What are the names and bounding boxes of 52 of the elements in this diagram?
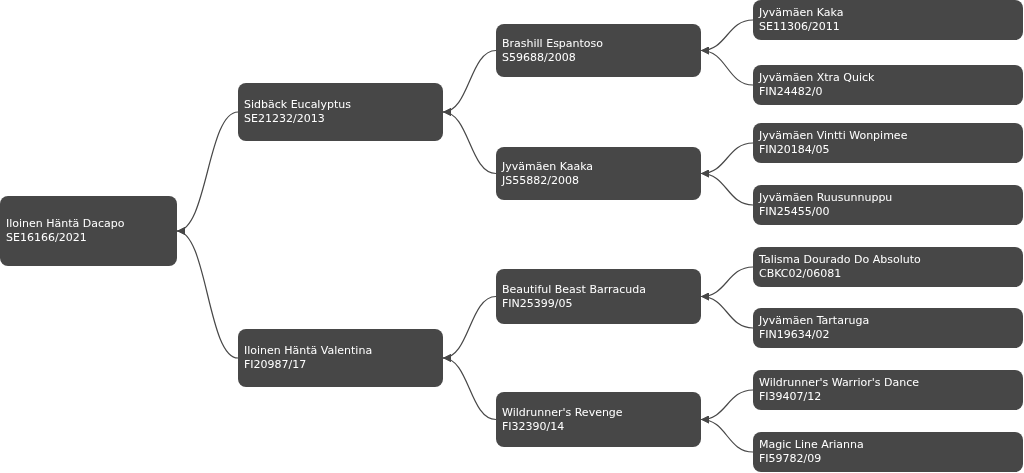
pedigree-box — [753, 65, 1023, 105]
dog-name: Wildrunner's Warrior's Dance — [759, 376, 920, 390]
dog-name: Wildrunner's Revenge — [502, 405, 623, 420]
registration-number: FIN25399/05 — [502, 296, 573, 311]
arrow — [700, 170, 754, 206]
registration-number: FIN20184/05 — [759, 143, 830, 157]
registration-number: SE21232/2013 — [244, 112, 325, 126]
registration-number: FI32390/14 — [502, 419, 565, 434]
dog-name: Brashill Espantoso — [502, 36, 604, 51]
dog-name: Jyvämäen Vintti Wonpimee — [759, 129, 908, 143]
arrow — [176, 229, 239, 359]
registration-number: FIN24482/0 — [759, 85, 823, 99]
pedigree-box — [496, 269, 701, 324]
pedigree-box — [753, 308, 1023, 348]
pedigree-box — [753, 123, 1023, 163]
dog-name: Talisma Dourado Do Absoluto — [759, 253, 921, 267]
pedigree-box — [496, 392, 701, 447]
registration-number: JS55882/2008 — [502, 173, 579, 188]
dog-name: Jyvämäen Ruusunnuppu — [759, 191, 893, 205]
pedigree-box — [496, 24, 701, 77]
arrow — [442, 109, 497, 175]
dog-name: Jyvämäen Kaka — [759, 6, 844, 20]
arrow — [700, 293, 754, 329]
dog-name: Jyvämäen Kaaka — [502, 159, 594, 174]
pedigree-box — [753, 185, 1023, 225]
arrow — [442, 355, 497, 421]
dog-name: Jyvämäen Xtra Quick — [759, 71, 875, 85]
pedigree-box — [496, 147, 701, 200]
registration-number: SE16166/2021 — [6, 231, 87, 245]
dog-name: Iloinen Häntä Dacapo — [6, 217, 125, 231]
arrow — [700, 416, 754, 453]
arrow — [700, 47, 754, 86]
registration-number: FIN19634/02 — [759, 328, 830, 342]
registration-number: FI59782/09 — [759, 452, 822, 466]
pedigree-box — [0, 196, 177, 266]
registration-number: FI20987/17 — [244, 358, 307, 372]
dog-name: Jyvämäen Tartaruga — [759, 314, 870, 328]
pedigree-box — [753, 247, 1023, 287]
pedigree-box — [753, 432, 1023, 472]
dog-name: Iloinen Häntä Valentina — [244, 344, 373, 358]
pedigree-box — [238, 83, 443, 141]
registration-number: CBKC02/06081 — [759, 267, 842, 281]
pedigree-box — [753, 370, 1023, 410]
registration-number: S59688/2008 — [502, 50, 576, 65]
dog-name: Sidbäck Eucalyptus — [244, 98, 351, 112]
registration-number: FIN25455/00 — [759, 205, 830, 219]
registration-number: SE11306/2011 — [759, 20, 840, 34]
pedigree-box — [238, 329, 443, 387]
dog-name: Magic Line Arianna — [759, 438, 864, 452]
registration-number: FI39407/12 — [759, 390, 822, 404]
dog-name: Beautiful Beast Barracuda — [502, 282, 646, 297]
pedigree-box — [753, 0, 1023, 40]
